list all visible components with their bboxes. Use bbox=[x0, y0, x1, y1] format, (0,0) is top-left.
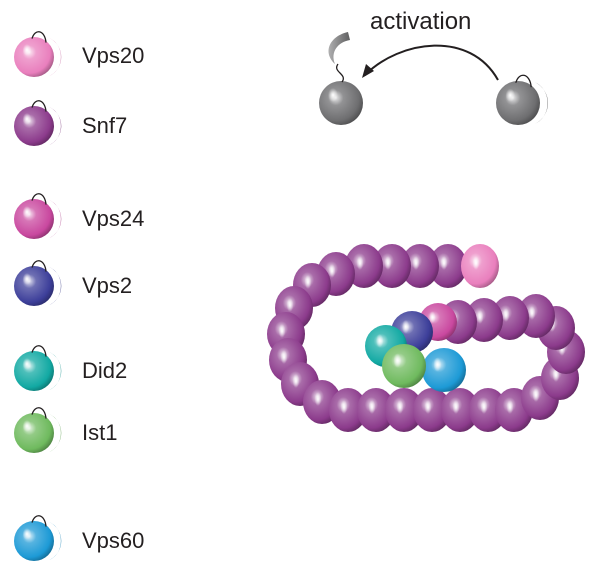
activation-arrow bbox=[364, 44, 499, 81]
cluster-ist1 bbox=[382, 344, 426, 388]
arrowhead-icon bbox=[362, 64, 374, 78]
highlight bbox=[22, 358, 32, 370]
activated-open-subunit bbox=[319, 32, 363, 125]
core-domain bbox=[14, 413, 54, 453]
label-vps20: Vps20 bbox=[82, 43, 145, 68]
core-domain bbox=[14, 521, 54, 561]
linker-tether bbox=[31, 193, 47, 205]
activation-label: activation bbox=[370, 8, 472, 35]
linker-tether bbox=[31, 31, 47, 43]
core-domain bbox=[14, 37, 54, 77]
linker-tether bbox=[31, 345, 47, 357]
linker-tether bbox=[31, 407, 47, 419]
linker-tether bbox=[31, 100, 47, 112]
spiral-bead-snf7 bbox=[385, 388, 423, 432]
highlight bbox=[22, 113, 32, 125]
legend-vps24-subunit bbox=[14, 193, 62, 239]
highlight bbox=[22, 206, 32, 218]
legend-vps60-subunit bbox=[14, 515, 62, 561]
core-domain bbox=[14, 351, 54, 391]
linker-tether bbox=[31, 260, 47, 272]
cluster-vps60 bbox=[422, 348, 466, 392]
highlight bbox=[22, 420, 32, 432]
label-snf7: Snf7 bbox=[82, 113, 128, 138]
spiral-bead-snf7 bbox=[357, 388, 395, 432]
legend-did2-subunit bbox=[14, 345, 62, 391]
legend-snf7-subunit bbox=[14, 100, 62, 146]
spiral-bead-snf7 bbox=[401, 244, 439, 288]
core-domain bbox=[14, 106, 54, 146]
highlight bbox=[328, 88, 338, 102]
label-vps60: Vps60 bbox=[82, 528, 145, 553]
spiral-bead-snf7 bbox=[469, 388, 507, 432]
core-domain bbox=[14, 199, 54, 239]
legend-vps2-subunit bbox=[14, 260, 62, 306]
spiral-bead-snf7 bbox=[329, 388, 367, 432]
linker-tether bbox=[336, 63, 344, 83]
label-vps2: Vps2 bbox=[82, 273, 133, 298]
label-vps24: Vps24 bbox=[82, 206, 145, 231]
activation-scheme bbox=[319, 32, 548, 125]
escrt-spiral-polymer bbox=[267, 244, 585, 432]
highlight bbox=[22, 528, 32, 540]
legend bbox=[14, 31, 62, 561]
spiral-bead-snf7 bbox=[413, 388, 451, 432]
legend-vps20-subunit bbox=[14, 31, 62, 77]
label-ist1: Ist1 bbox=[82, 420, 118, 445]
spiral-bead-snf7 bbox=[373, 244, 411, 288]
highlight bbox=[505, 88, 516, 102]
legend-ist1-subunit bbox=[14, 407, 62, 453]
spiral-bead-snf7 bbox=[429, 244, 467, 288]
central-subunit-cluster bbox=[365, 303, 466, 392]
core-domain bbox=[319, 81, 363, 125]
highlight bbox=[22, 273, 32, 285]
linker-tether bbox=[515, 74, 532, 88]
highlight bbox=[22, 44, 32, 56]
core-domain bbox=[496, 81, 540, 125]
spiral-cap-vps20 bbox=[461, 244, 499, 288]
inactive-closed-subunit bbox=[496, 74, 548, 125]
linker-tether bbox=[31, 515, 47, 527]
released-crescent bbox=[328, 32, 350, 64]
core-domain bbox=[14, 266, 54, 306]
spiral-bead-snf7 bbox=[441, 388, 479, 432]
label-did2: Did2 bbox=[82, 358, 128, 383]
